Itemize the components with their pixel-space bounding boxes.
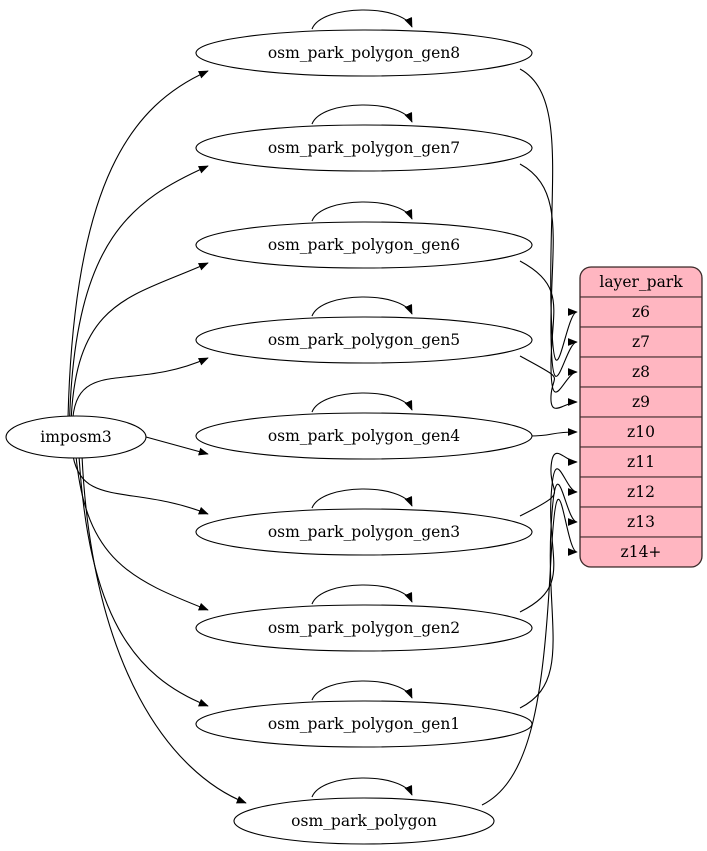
edge-osm_park_polygon_gen5-to-z9: [519, 355, 578, 409]
layer-park-row-label: z14+: [621, 543, 662, 561]
node-label: osm_park_polygon_gen5: [268, 331, 460, 349]
node-ellipse: [195, 604, 533, 652]
node-label: osm_park_polygon_gen8: [268, 44, 460, 62]
node-label: osm_park_polygon_gen6: [268, 236, 460, 254]
node-imposm3[interactable]: imposm3: [5, 415, 147, 459]
node-ellipse: [195, 700, 533, 748]
node-osm_park_polygon_gen1[interactable]: osm_park_polygon_gen1: [195, 700, 533, 748]
node-ellipse: [195, 29, 533, 77]
layer-park-row-z12[interactable]: [580, 476, 702, 508]
edge-self-loop-osm_park_polygon_gen2: [311, 584, 413, 605]
edge-imposm3-to-osm_park_polygon_gen8: [67, 70, 209, 419]
edge-osm_park_polygon_gen8-to-z6: [519, 68, 578, 361]
edge-self-loop-osm_park_polygon: [311, 777, 413, 798]
node-label: osm_park_polygon: [291, 812, 437, 830]
node-osm_park_polygon_gen5[interactable]: osm_park_polygon_gen5: [195, 316, 533, 364]
node-label: osm_park_polygon_gen2: [268, 619, 460, 637]
node-osm_park_polygon_gen4[interactable]: osm_park_polygon_gen4: [195, 412, 533, 460]
node-ellipse: [195, 316, 533, 364]
edge-osm_park_polygon_gen7-to-z7: [519, 163, 578, 377]
edge-self-loop-osm_park_polygon_gen1: [311, 680, 413, 701]
layer-park-row-label: z13: [627, 513, 655, 531]
edge-osm_park_polygon-to-z14+: [481, 498, 578, 806]
node-label: imposm3: [40, 428, 111, 446]
edge-imposm3-to-osm_park_polygon_gen7: [69, 165, 209, 419]
layer-park-row-label: z10: [627, 423, 655, 441]
edge-osm_park_polygon_gen2-to-z12: [519, 468, 578, 613]
edges-layer: [67, 9, 578, 806]
edge-imposm3-to-osm_park_polygon_gen2: [75, 455, 209, 611]
layer-park-row-label: z11: [627, 453, 655, 471]
node-osm_park_polygon_gen6[interactable]: osm_park_polygon_gen6: [195, 221, 533, 269]
layer-park-row-z14plus[interactable]: [580, 536, 702, 567]
edge-self-loop-osm_park_polygon_gen3: [311, 488, 413, 509]
layer-park-header-label: layer_park: [599, 273, 683, 291]
edge-osm_park_polygon_gen4-to-z10: [529, 428, 578, 437]
layer-park-row-z9[interactable]: [580, 386, 702, 418]
node-ellipse: [195, 508, 533, 556]
node-osm_park_polygon_gen8[interactable]: osm_park_polygon_gen8: [195, 29, 533, 77]
node-ellipse: [5, 415, 147, 459]
layer-park-row-z11[interactable]: [580, 446, 702, 478]
node-label: osm_park_polygon_gen7: [268, 139, 460, 157]
edge-self-loop-osm_park_polygon_gen4: [311, 392, 413, 413]
layer-park-table: layer_park z6 z7 z8 z9 z10 z11 z12 z13 z14+: [579, 266, 703, 568]
layer-park-row-label: z6: [632, 303, 650, 321]
node-osm_park_polygon_gen3[interactable]: osm_park_polygon_gen3: [195, 508, 533, 556]
edge-osm_park_polygon_gen3-to-z11: [519, 453, 578, 517]
edge-imposm3-to-osm_park_polygon_gen4: [145, 436, 209, 456]
node-osm_park_polygon[interactable]: osm_park_polygon: [233, 797, 495, 845]
layer-park-outline: [579, 266, 703, 568]
edge-osm_park_polygon_gen1-to-z13: [519, 483, 578, 709]
edge-self-loop-osm_park_polygon_gen7: [311, 104, 413, 125]
edge-self-loop-osm_park_polygon_gen8: [311, 9, 413, 30]
layer-park-row-label: z9: [632, 393, 650, 411]
node-label: osm_park_polygon_gen1: [268, 715, 460, 733]
layer-park-row-z10[interactable]: [580, 416, 702, 448]
layer-park-row-z7[interactable]: [580, 326, 702, 358]
node-ellipse: [233, 797, 495, 845]
layer-park-row-label: z8: [632, 363, 650, 381]
node-label: osm_park_polygon_gen3: [268, 523, 460, 541]
node-ellipse: [195, 124, 533, 172]
edge-self-loop-osm_park_polygon_gen5: [311, 296, 413, 317]
node-label: osm_park_polygon_gen4: [268, 427, 460, 445]
node-osm_park_polygon_gen7[interactable]: osm_park_polygon_gen7: [195, 124, 533, 172]
edge-imposm3-to-osm_park_polygon_gen5: [72, 357, 209, 419]
layer-park-cells: layer_park z6 z7 z8 z9 z10 z11 z12 z13 z14+: [580, 267, 702, 567]
edge-imposm3-to-osm_park_polygon_gen3: [72, 455, 209, 515]
layer-park-row-label: z12: [627, 483, 655, 501]
node-osm_park_polygon_gen2[interactable]: osm_park_polygon_gen2: [195, 604, 533, 652]
layer-park-row-z13[interactable]: [580, 506, 702, 538]
edge-self-loop-osm_park_polygon_gen6: [311, 201, 413, 222]
layer-park-row-label: z7: [632, 333, 650, 351]
node-ellipse: [195, 412, 533, 460]
edge-imposm3-to-osm_park_polygon: [81, 455, 247, 804]
edge-osm_park_polygon_gen6-to-z8: [519, 260, 578, 393]
nodes-layer: imposm3 osm_park_polygon_gen8 osm_park_pol…: [5, 29, 533, 845]
edge-imposm3-to-osm_park_polygon_gen1: [78, 455, 209, 707]
node-ellipse: [195, 221, 533, 269]
edge-imposm3-to-osm_park_polygon_gen6: [70, 262, 209, 419]
